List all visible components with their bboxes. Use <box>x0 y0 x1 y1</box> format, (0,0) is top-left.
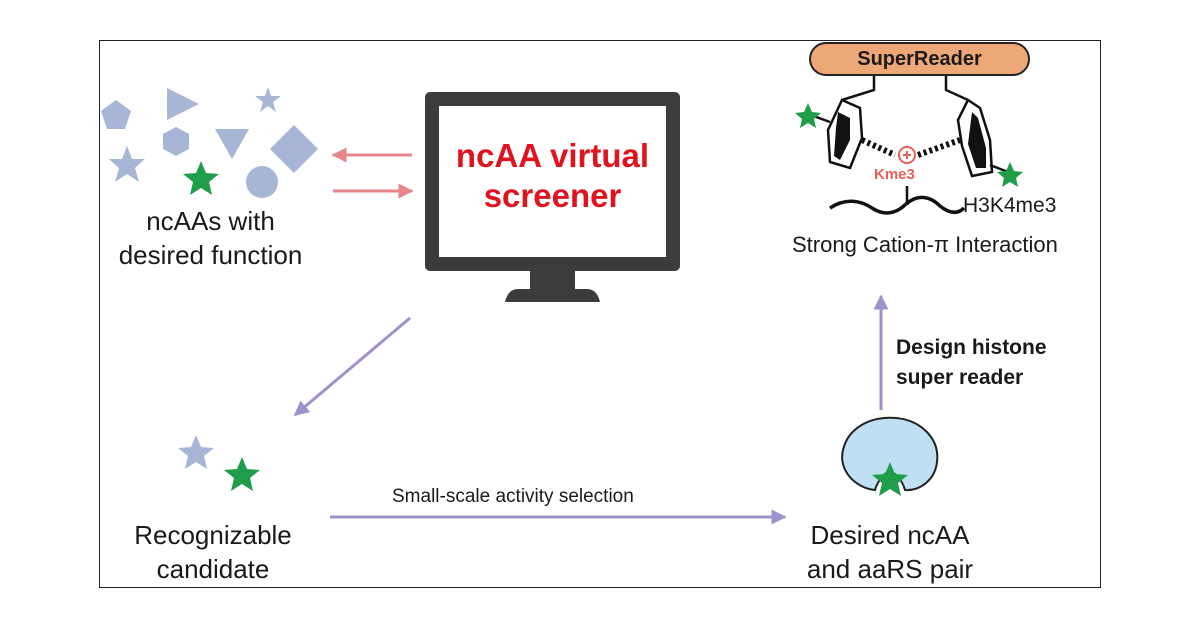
right-linker <box>944 76 969 102</box>
right-cation-dash <box>916 137 962 158</box>
candidate-label-line1: Recognizable <box>134 520 292 550</box>
figure-frame <box>99 40 1101 588</box>
right-ring-inner <box>968 112 986 168</box>
blue-star-icon <box>109 146 145 182</box>
pair-label-line1: Desired ncAA <box>810 520 970 550</box>
peptide-chain <box>829 195 966 215</box>
ncaa-group-label-line2: desired function <box>118 240 303 270</box>
design-label: Design histone super reader <box>896 333 1047 393</box>
monitor-icon <box>425 92 680 302</box>
design-label-line1: Design histone <box>896 336 1047 359</box>
circle-icon <box>246 166 278 198</box>
super-reader-title: SuperReader <box>857 47 982 70</box>
green-star-icon <box>183 161 219 195</box>
screener-text-line1: ncAA virtual <box>455 137 650 174</box>
super-reader-structure <box>807 76 1009 215</box>
triangle-down-icon <box>215 129 249 159</box>
ncaa-shape-cluster <box>101 87 318 198</box>
reader-right-star-icon <box>997 162 1023 187</box>
ncaa-group-label-line1: ncAAs with <box>146 206 275 236</box>
left-linker <box>841 76 876 102</box>
screener-text: ncAA virtual screener <box>439 136 666 216</box>
pocket-green-star-icon <box>872 462 908 496</box>
kme3-label: Kme3 <box>874 166 915 183</box>
interaction-label: Strong Cation-π Interaction <box>792 232 1058 257</box>
design-label-line2: super reader <box>896 366 1024 389</box>
candidate-green-star-icon <box>224 457 260 491</box>
candidate-label: Recognizable candidate <box>104 518 322 586</box>
selection-arrow-label: Small-scale activity selection <box>392 486 634 507</box>
triangle-right-icon <box>167 88 199 120</box>
pentagon-icon <box>101 100 131 129</box>
small-star-icon <box>255 87 281 112</box>
left-ring-inner <box>834 112 850 160</box>
ncaa-group-label: ncAAs with desired function <box>108 204 313 272</box>
candidate-blue-star-icon <box>178 435 214 469</box>
cation-plus-icon <box>898 146 916 164</box>
candidate-label-line2: candidate <box>156 554 270 584</box>
arrow-to-candidate <box>293 316 411 417</box>
right-star-stick <box>989 163 1009 174</box>
reader-left-star-icon <box>795 103 821 128</box>
screener-text-line2: screener <box>483 177 622 214</box>
pair-label-line2: and aaRS pair <box>806 554 974 584</box>
peptide-label: H3K4me3 <box>963 194 1057 217</box>
super-reader-pill: SuperReader <box>809 42 1030 76</box>
left-cation-dash <box>860 137 897 158</box>
pair-label: Desired ncAA and aaRS pair <box>800 518 980 586</box>
diamond-icon <box>270 125 318 173</box>
hexagon-icon <box>163 127 189 156</box>
